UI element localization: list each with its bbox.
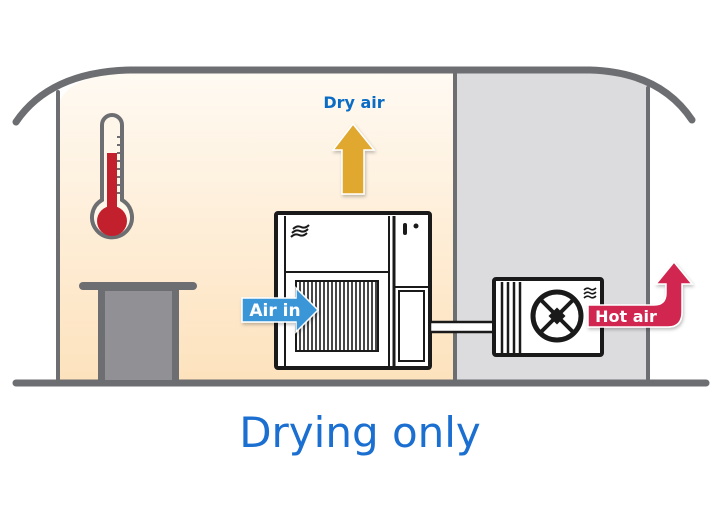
hot-air-arrow-icon (587, 260, 694, 328)
diagram-title: Drying only (239, 408, 481, 457)
dehumidifier-unit (274, 211, 432, 370)
air-in-label: Air in (249, 301, 300, 321)
table (79, 282, 197, 382)
brand-logo-icon (290, 224, 310, 238)
dry-air-label: Dry air (323, 93, 384, 112)
outdoor-unit (492, 277, 604, 357)
thermometer-icon (90, 113, 134, 240)
air-in-arrow-icon (241, 286, 320, 334)
fan-icon (530, 289, 584, 343)
hot-air-label: Hot air (595, 307, 657, 326)
connecting-pipe (428, 320, 496, 334)
dry-air-arrow-icon (331, 122, 376, 195)
